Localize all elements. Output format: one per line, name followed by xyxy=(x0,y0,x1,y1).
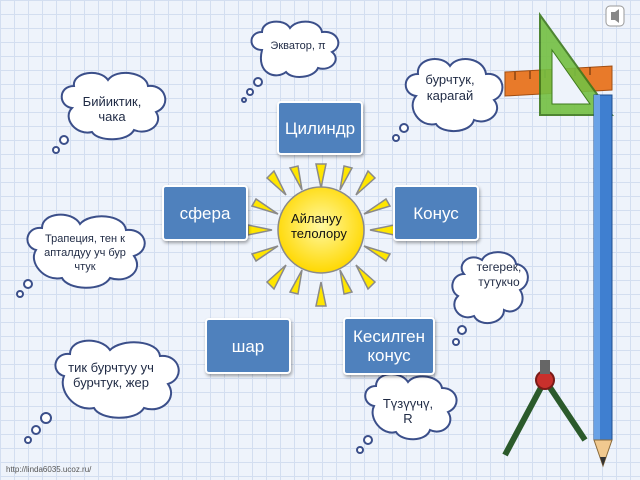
box-cone: Конус xyxy=(393,185,479,241)
set-square-icon xyxy=(539,11,614,116)
compass-icon xyxy=(502,360,588,457)
sun xyxy=(247,163,395,307)
cloud-height-text: Бийиктик, чака xyxy=(82,94,142,124)
cloud-equator xyxy=(241,20,340,103)
center-label: Айлануу телолору xyxy=(291,211,347,241)
cloud-right-triangle-text: тик бурчтуу уч бурчтук, жер xyxy=(68,360,154,390)
cloud-angle-text: бурчтук, карагай xyxy=(425,72,475,103)
box-truncated-cone: Кесилген конус xyxy=(343,317,435,375)
cloud-circle-text: тегерек, тутукчо xyxy=(476,260,522,289)
speaker-icon[interactable] xyxy=(605,5,625,27)
cloud-circle xyxy=(451,251,529,346)
box-ball: шар xyxy=(205,318,291,374)
cloud-line-text: Түзүүчү, R xyxy=(382,396,434,426)
pencil-icon xyxy=(593,94,613,468)
cloud-angle xyxy=(392,58,504,142)
cloud-equator-text: Экватор, π xyxy=(270,40,326,52)
cloud-right-triangle xyxy=(24,339,180,444)
cloud-height xyxy=(52,71,167,154)
footer-link[interactable]: http://linda6035.ucoz.ru/ xyxy=(6,465,92,474)
cloud-line xyxy=(356,373,458,454)
box-sphere: сфера xyxy=(162,185,248,241)
cloud-trapezoid-text: Трапеция, тен капталдуу уч бурчтук xyxy=(44,233,126,273)
cloud-trapezoid xyxy=(16,213,146,298)
box-cylinder: Цилиндр xyxy=(277,101,363,155)
